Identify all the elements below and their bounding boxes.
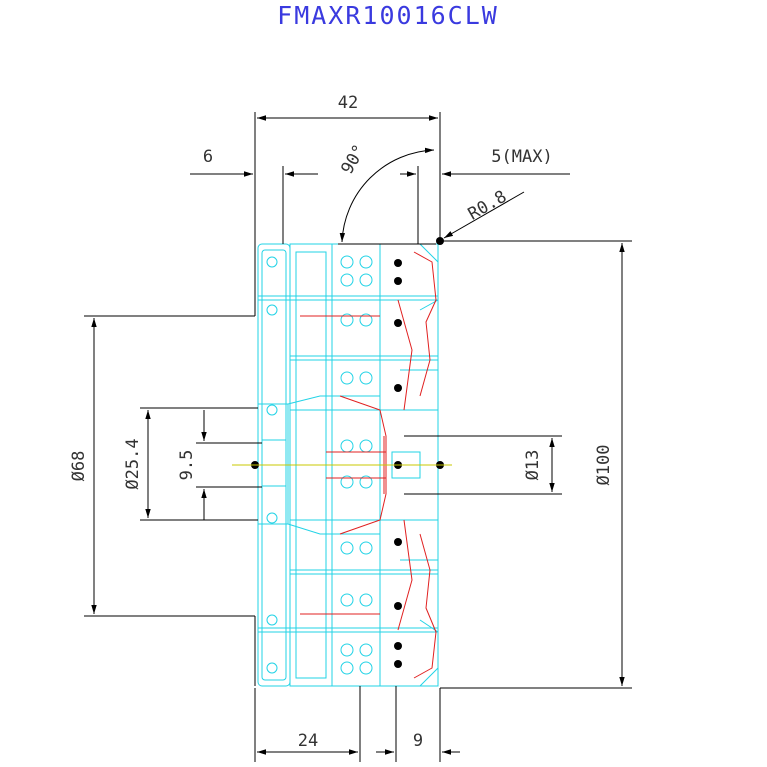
dim-bore-diameter: Ø25.4 (123, 438, 143, 489)
dim-boss-diameter: Ø68 (69, 451, 89, 482)
dim-center-hole: Ø13 (523, 450, 543, 481)
dim-corner-radius: R0.8 (465, 187, 510, 225)
dim-flange: 6 (203, 147, 213, 167)
dim-angle: 90° (337, 141, 370, 178)
dim-depth-max: 5(MAX) (491, 147, 552, 167)
dimensions (84, 112, 632, 762)
dim-bottom-right: 9 (413, 731, 423, 751)
dim-cutter-diameter: Ø100 (594, 445, 614, 486)
dim-bottom-left: 24 (298, 731, 318, 751)
drawing-title: FMAXR10016CLW (277, 1, 499, 30)
dim-keyway-width: 9.5 (177, 450, 197, 481)
dim-overall-height: 42 (338, 93, 358, 113)
